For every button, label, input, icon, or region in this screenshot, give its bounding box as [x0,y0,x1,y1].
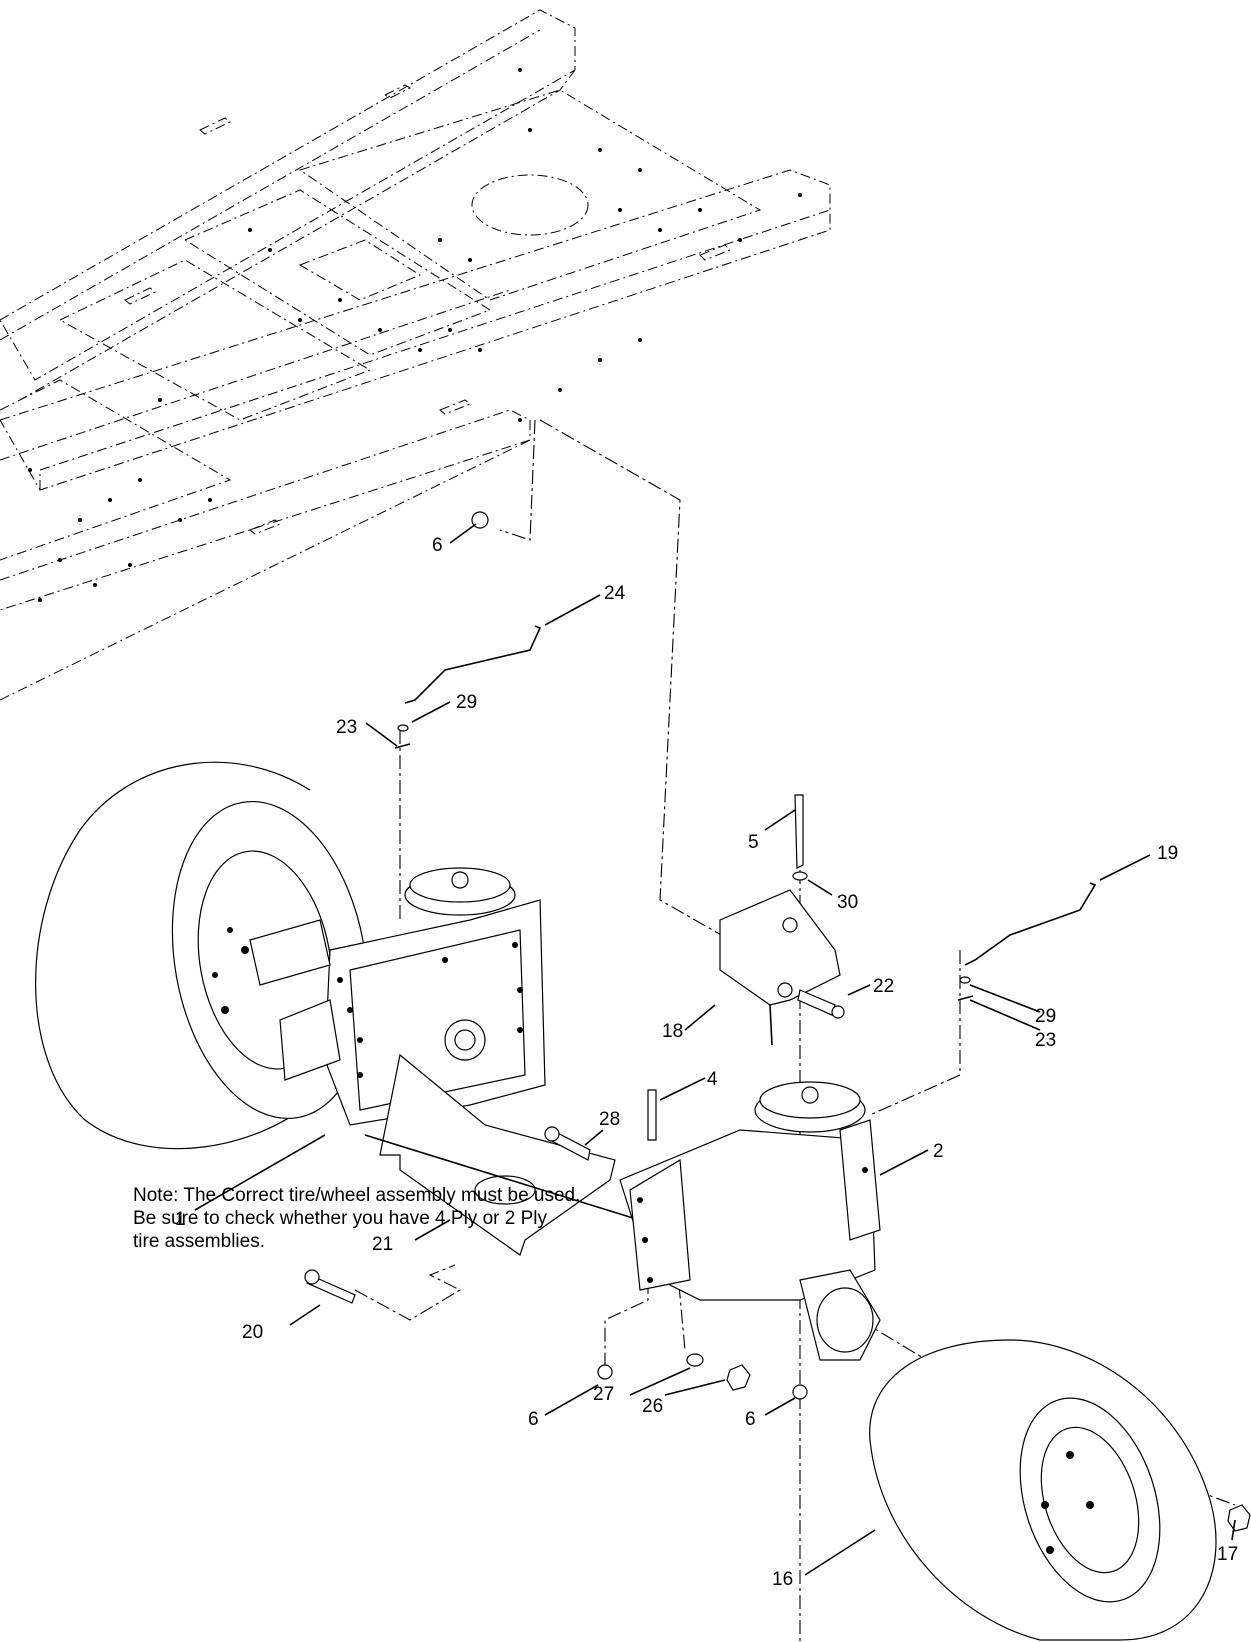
callout-27: 27 [593,1384,614,1405]
callout-4: 4 [707,1069,718,1090]
callout-16: 16 [772,1569,793,1590]
callout-26: 26 [642,1396,663,1417]
callout-29-right: 29 [1035,1006,1056,1027]
callout-19: 19 [1157,843,1178,864]
callout-6-top: 6 [432,535,443,556]
callout-24: 24 [604,583,626,604]
callout-30: 30 [837,892,858,913]
callout-2: 2 [933,1141,944,1162]
right-transmission [619,1081,881,1361]
note-line-3: tire assemblies. [133,1231,265,1252]
chassis-frame [0,9,831,701]
hardware-parts [304,511,1251,1532]
callout-6-bottom-left: 6 [528,1409,539,1430]
note-line-1: Note: The Correct tire/wheel assembly mu… [133,1185,581,1206]
callout-18: 18 [662,1021,683,1042]
callout-leaders [194,523,1236,1576]
callout-22: 22 [873,976,894,997]
callout-29-left: 29 [456,692,477,713]
callout-labels: 1 2 4 5 6 6 6 6 16 17 18 19 20 21 22 23 … [175,535,1238,1590]
right-tire [869,1339,1217,1641]
callout-21: 21 [372,1234,393,1255]
callout-20: 20 [242,1322,263,1343]
bracket-21 [364,1053,721,1256]
callout-5: 5 [748,832,759,853]
bracket-18 [719,889,841,1046]
left-transmission [249,867,546,1126]
callout-23-right: 23 [1035,1030,1056,1051]
callout-1: 1 [175,1209,186,1230]
callout-23-left: 23 [336,717,357,738]
callout-6-bottom-mid: 6 [745,1409,756,1430]
tire-assembly-note: Note: The Correct tire/wheel assembly mu… [133,1184,580,1253]
callout-28: 28 [599,1109,620,1130]
callout-17: 17 [1217,1544,1238,1565]
note-line-2: Be sure to check whether you have 4 Ply … [133,1208,547,1229]
